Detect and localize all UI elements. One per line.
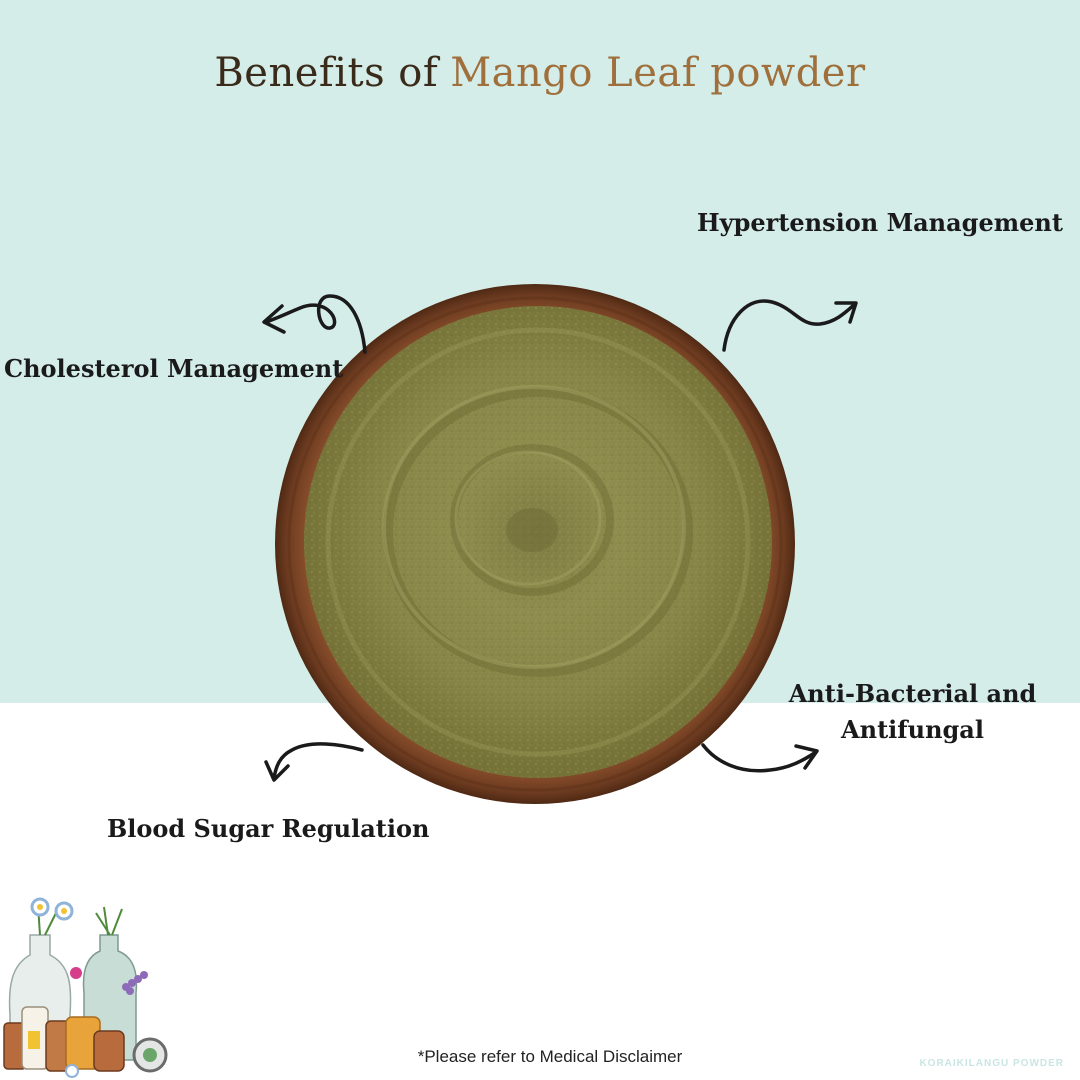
curly-arrow-icon bbox=[264, 760, 290, 782]
curly-arrow-icon bbox=[262, 304, 286, 334]
brand-watermark: KORAIKILANGU POWDER bbox=[919, 1058, 1064, 1069]
title-highlight: Mango Leaf powder bbox=[450, 50, 866, 96]
herbal-bottles-illustration bbox=[3, 897, 168, 1078]
benefit-blood-sugar: Blood Sugar Regulation bbox=[107, 814, 430, 843]
benefit-cholesterol: Cholesterol Management bbox=[4, 354, 344, 383]
benefit-hypertension: Hypertension Management bbox=[697, 208, 1063, 237]
powder-bowl-image bbox=[275, 284, 795, 804]
benefit-antibacterial: Anti-Bacterial and Antifungal bbox=[788, 679, 1037, 744]
curly-arrow-icon bbox=[272, 742, 364, 780]
curly-arrow-icon bbox=[794, 744, 819, 770]
curly-arrow-icon bbox=[264, 294, 367, 354]
curly-arrow-icon bbox=[834, 301, 858, 324]
medical-disclaimer: *Please refer to Medical Disclaimer bbox=[417, 1047, 683, 1066]
title-prefix: Benefits of bbox=[214, 50, 439, 96]
curly-arrow-icon bbox=[722, 299, 857, 352]
curly-arrow-icon bbox=[701, 743, 818, 773]
